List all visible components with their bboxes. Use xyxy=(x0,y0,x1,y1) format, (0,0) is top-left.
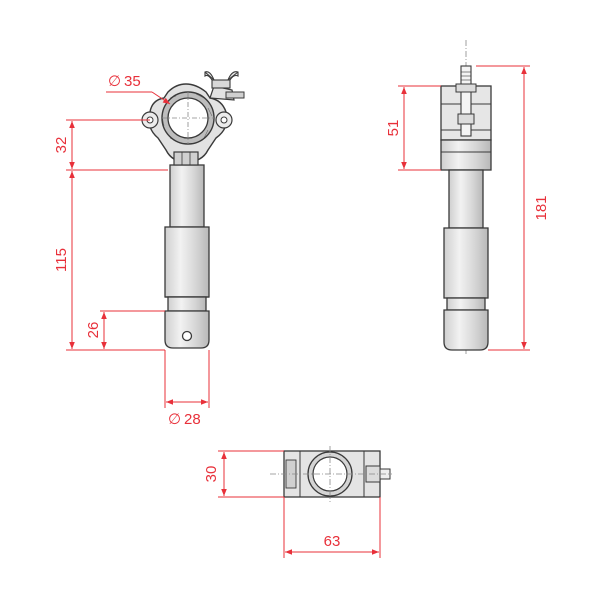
dim-side-total-height-value: 181 xyxy=(533,195,550,220)
dim-diameter-symbol: ∅ xyxy=(108,73,121,90)
front-spigot-groove xyxy=(167,296,207,312)
side-view: 51 181 xyxy=(385,40,550,355)
dim-front-spigot-length: 115 xyxy=(53,171,75,349)
dim-front-spigot-diameter-value: 28 xyxy=(184,411,201,428)
side-spigot-groove xyxy=(446,297,486,311)
dim-top-width: 63 xyxy=(285,533,379,555)
side-spigot-upper xyxy=(448,169,484,229)
front-wing-nut xyxy=(204,71,245,101)
dim-diameter-symbol-28: ∅ xyxy=(168,411,181,428)
side-spigot-body xyxy=(443,227,489,299)
dim-front-pipe-diameter: ∅ 35 xyxy=(106,73,171,105)
dim-front-spigot-tip: 26 xyxy=(85,312,107,349)
front-spigot-upper xyxy=(169,164,205,228)
dim-front-clamp-height: 32 xyxy=(53,121,75,169)
dim-front-spigot-diameter: ∅ 28 xyxy=(164,350,210,428)
dim-front-spigot-tip-value: 26 xyxy=(85,322,102,339)
front-view: ∅ 35 32 115 26 ∅ 28 xyxy=(53,71,245,428)
front-spigot-hole xyxy=(181,330,193,342)
dim-top-depth: 30 xyxy=(203,452,227,496)
top-view: 30 63 xyxy=(203,446,392,558)
front-spigot-tip xyxy=(164,310,210,349)
dim-top-depth-value: 30 xyxy=(203,466,220,483)
side-clamp-lower xyxy=(440,139,492,171)
dim-front-spigot-length-value: 115 xyxy=(53,248,70,272)
dim-side-clamp-height-value: 51 xyxy=(385,120,402,137)
dim-side-total-height: 181 xyxy=(521,67,550,349)
front-spigot-body xyxy=(164,226,210,298)
dim-side-clamp-height: 51 xyxy=(385,87,407,169)
dim-front-clamp-height-value: 32 xyxy=(53,137,70,154)
side-bolt xyxy=(460,65,472,137)
dim-top-width-value: 63 xyxy=(324,533,341,550)
front-clamp-nut xyxy=(173,151,199,166)
dim-front-pipe-diameter-value: 35 xyxy=(124,73,141,90)
side-spigot-tip xyxy=(443,309,489,351)
